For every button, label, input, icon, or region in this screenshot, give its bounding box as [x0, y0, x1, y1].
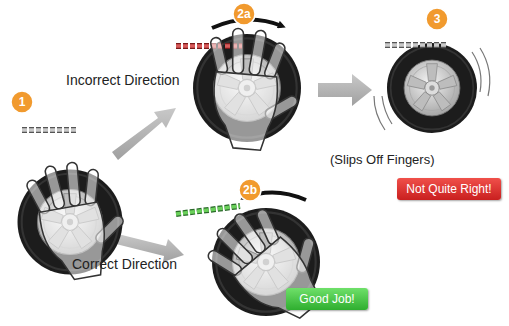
caption-text: (Slips Off Fingers): [330, 152, 435, 167]
callout-number: 3: [426, 8, 448, 30]
caption-text: Incorrect Direction: [66, 72, 180, 88]
callout-number: 1: [11, 91, 33, 113]
badge-text: Not Quite Right!: [402, 182, 495, 196]
result-badge: Good Job!: [286, 288, 368, 310]
callout-number: 2b: [239, 179, 261, 201]
caption-text: Correct Direction: [72, 256, 177, 272]
badge-text: Good Job!: [295, 292, 358, 306]
callout-number: 2a: [233, 3, 255, 25]
result-badge: Not Quite Right!: [397, 178, 501, 200]
